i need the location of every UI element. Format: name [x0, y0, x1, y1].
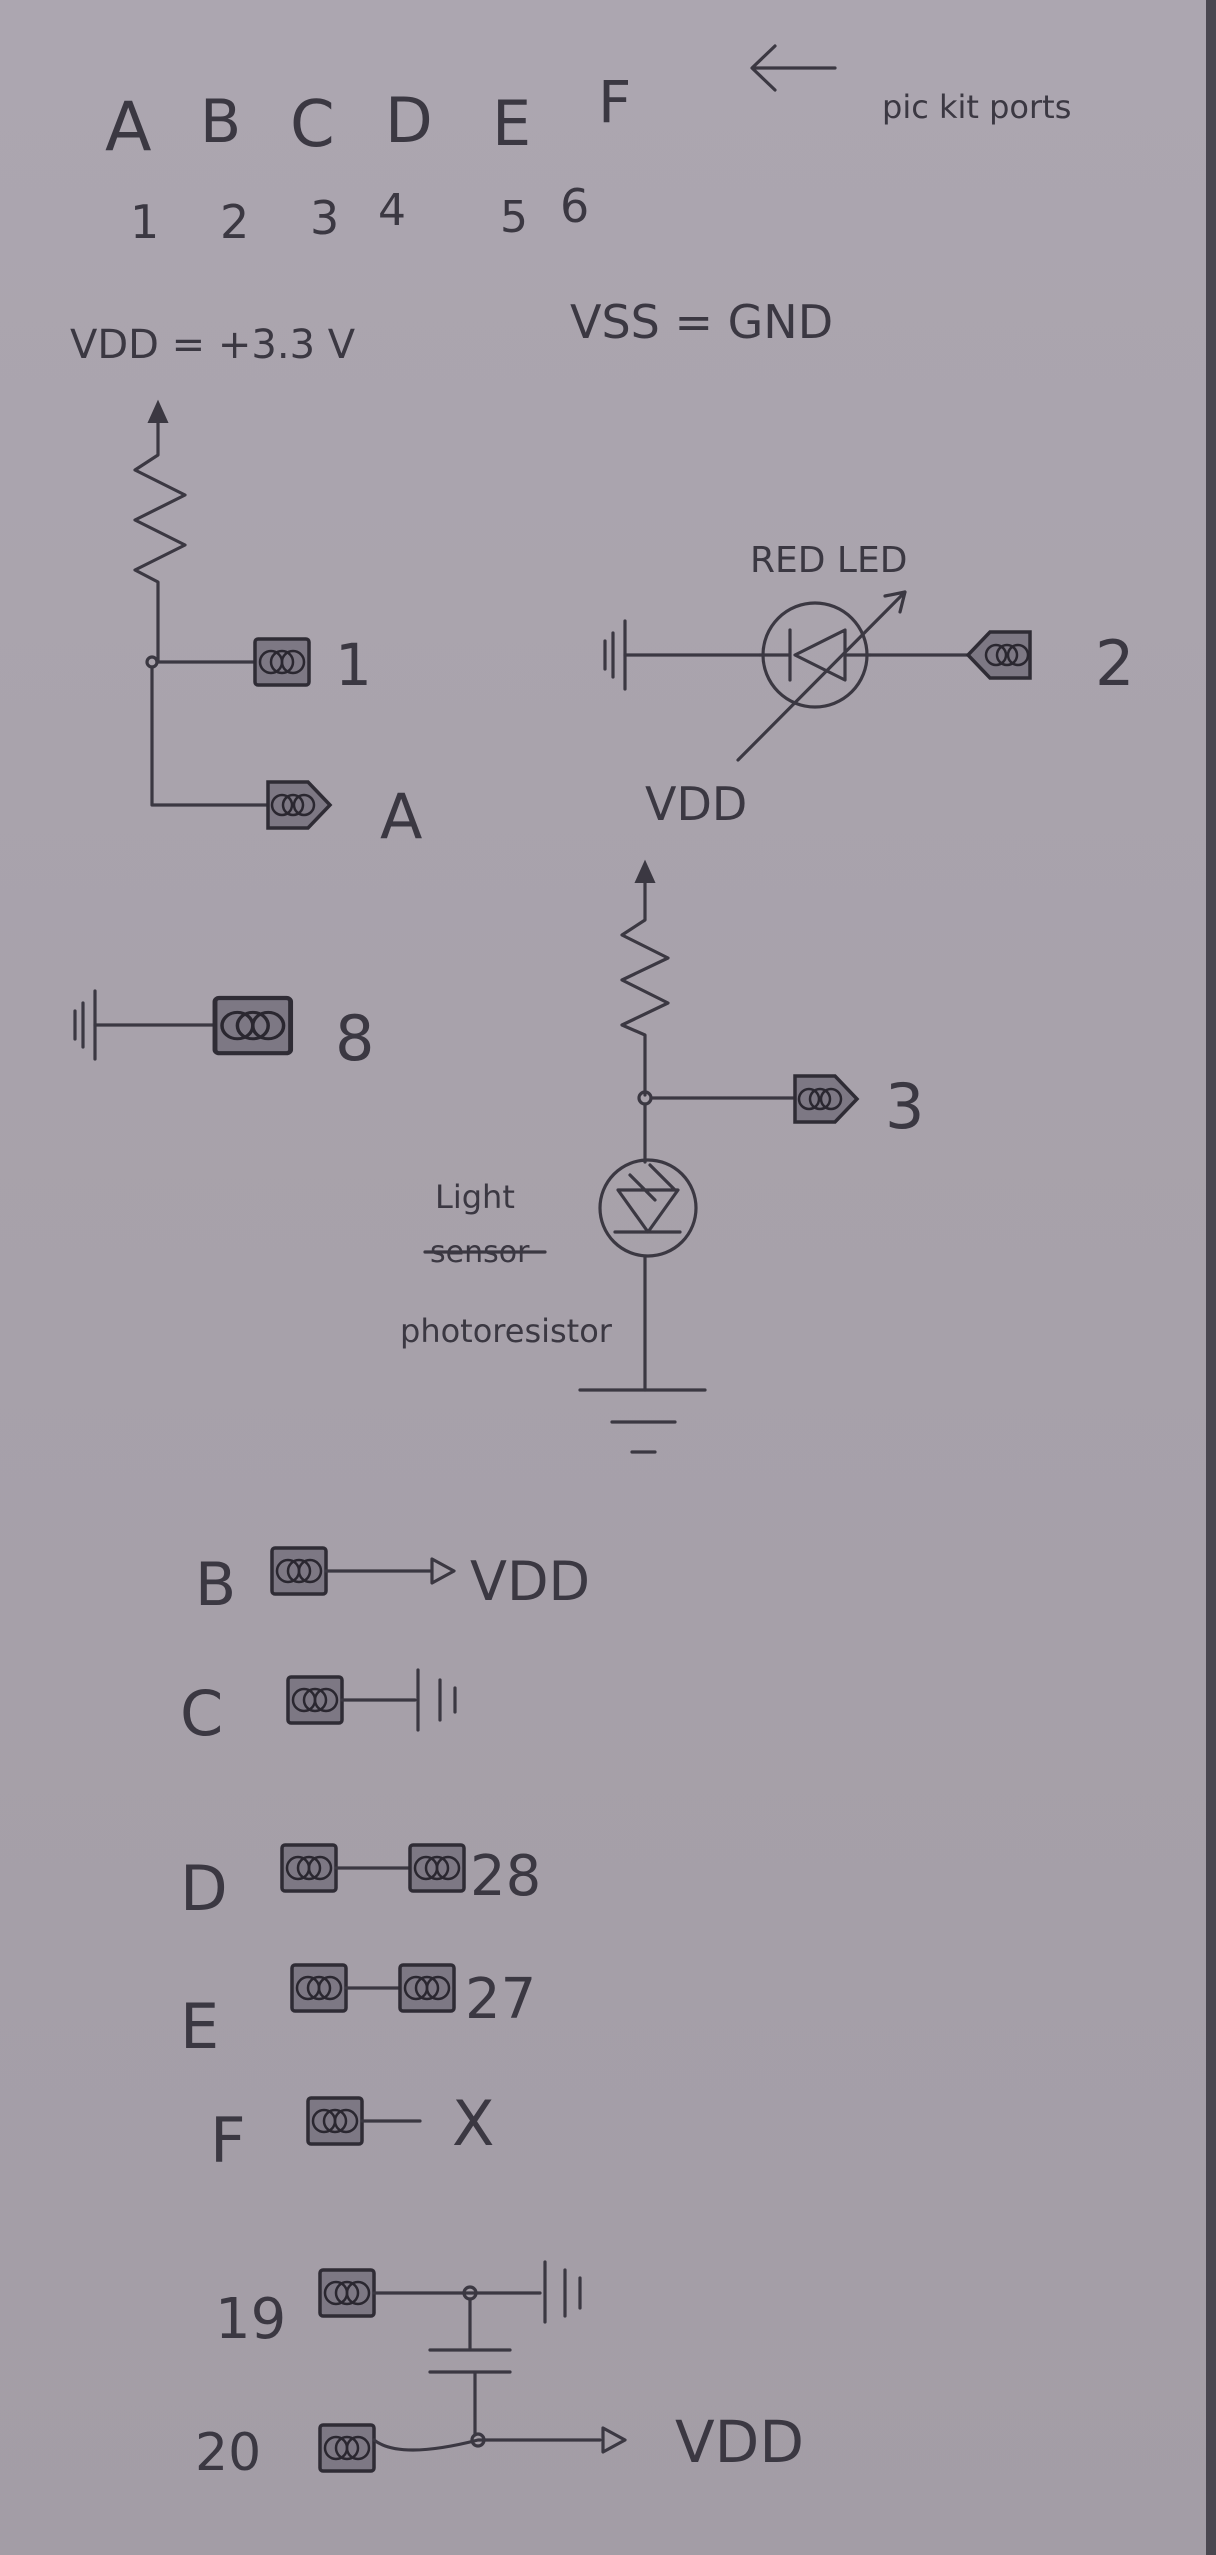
port-letter-e: E — [492, 87, 531, 160]
port-label-8: 8 — [335, 1002, 374, 1075]
port-letter-f: F — [598, 68, 631, 136]
target-no-connect: X — [452, 2087, 494, 2160]
light-label: Light — [435, 1178, 515, 1216]
port-connector-icon — [318, 2423, 376, 2473]
port-connector-icon — [270, 1546, 328, 1596]
header-port-letters: A B C D E F — [105, 68, 631, 167]
port-number-4: 4 — [378, 185, 406, 236]
port-label-3: 3 — [885, 1070, 924, 1143]
port-label-d: D — [180, 1852, 228, 1925]
wire — [372, 2438, 602, 2452]
connection-row-c: C — [180, 1668, 457, 1750]
photoresistor-icon — [613, 1163, 682, 1234]
port-label-b: B — [195, 1550, 236, 1620]
port-connector-icon — [318, 2268, 376, 2318]
ground-icon — [416, 1668, 457, 1732]
port-connector-icon — [408, 1843, 466, 1893]
port-number-2: 2 — [220, 195, 249, 249]
ground-icon — [543, 2260, 582, 2324]
port-connector-icon — [286, 1675, 344, 1725]
connection-row-f: F X — [210, 2087, 494, 2177]
capacitor-icon — [428, 2297, 512, 2437]
port-connector-icon — [290, 1963, 348, 2013]
port-label-2: 2 — [1095, 627, 1134, 700]
port-label-1: 1 — [335, 631, 372, 699]
circuit-red-led-port-2: RED LED 2 — [603, 540, 1134, 762]
circuit-pullup-port-1-a: 1 A — [133, 401, 422, 853]
pullup-resistor — [133, 418, 187, 664]
port-label-20: 20 — [195, 2423, 261, 2483]
vdd-label: VDD — [675, 2408, 804, 2476]
port-letter-b: B — [200, 87, 241, 157]
port-connector-icon — [966, 630, 1032, 680]
junction-node — [470, 2432, 486, 2448]
port-letter-d: D — [385, 84, 433, 157]
red-led-label: RED LED — [750, 540, 907, 581]
port-connector-icon — [306, 2096, 364, 2146]
port-number-3: 3 — [310, 191, 339, 245]
circuit-light-sensor-port-3: VDD 3 Light sensor photoresistor — [400, 777, 924, 1454]
port-number-5: 5 — [500, 192, 528, 243]
port-label-e: E — [180, 1990, 219, 2063]
circuit-ground-port-8: 8 — [73, 989, 374, 1075]
port-number-6: 6 — [560, 179, 589, 233]
vdd-arrow-icon — [430, 1557, 456, 1585]
port-connector-icon — [266, 780, 332, 830]
ground-icon — [578, 1388, 707, 1454]
photoresistor-body — [598, 1158, 698, 1258]
left-arrow-icon — [750, 44, 837, 92]
port-letter-c: C — [290, 88, 335, 162]
pic-kit-ports-note: pic kit ports — [882, 88, 1071, 126]
ground-icon — [603, 619, 627, 691]
port-label-c: C — [180, 1677, 223, 1750]
connection-row-e: E 27 — [180, 1963, 536, 2063]
vdd-arrow-icon — [601, 2426, 627, 2454]
port-connector-icon — [253, 637, 311, 687]
ground-icon — [73, 989, 97, 1061]
connection-row-d: D 28 — [180, 1843, 541, 1925]
vdd-label: VDD — [645, 777, 747, 831]
circuit-decoupling-19-20: 19 20 VDD — [195, 2260, 804, 2483]
port-connector-icon — [215, 998, 291, 1053]
target-pin-28: 28 — [470, 1844, 541, 1909]
port-number-1: 1 — [130, 195, 159, 249]
led-adjust-arrow-icon — [736, 590, 907, 762]
photoresistor-label: photoresistor — [400, 1312, 613, 1350]
port-label-a: A — [380, 780, 422, 853]
vdd-label: VDD — [470, 1550, 590, 1613]
port-label-19: 19 — [215, 2287, 286, 2352]
wire — [150, 665, 270, 807]
port-connector-icon — [793, 1074, 859, 1124]
header-port-numbers: 1 2 3 4 5 6 — [130, 179, 589, 249]
port-letter-a: A — [105, 88, 152, 167]
pullup-resistor — [620, 878, 670, 1097]
port-connector-icon — [398, 1963, 456, 2013]
led-diode-icon — [758, 628, 872, 682]
port-connector-icon — [280, 1843, 338, 1893]
vss-supply-label: VSS = GND — [570, 295, 833, 349]
vdd-supply-label: VDD = +3.3 V — [70, 322, 356, 368]
connection-row-b: B VDD — [195, 1546, 590, 1620]
port-label-f: F — [210, 2104, 246, 2177]
target-pin-27: 27 — [465, 1967, 536, 2032]
